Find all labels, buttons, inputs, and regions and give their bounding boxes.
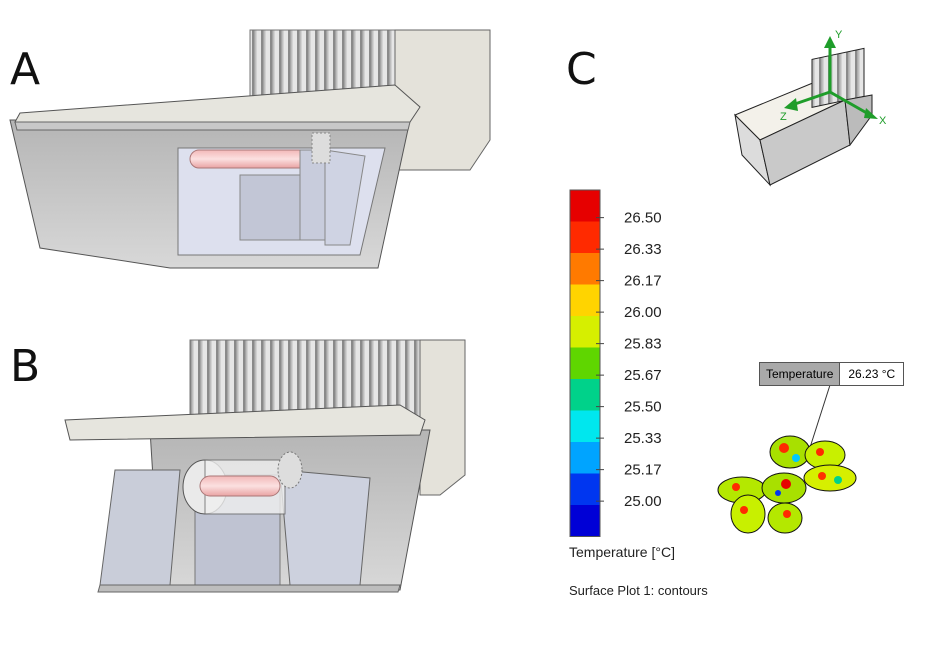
probe-value: 26.23 °C [840,363,904,385]
colorbar-tick-label: 25.17 [624,462,662,479]
colorbar-segment [570,347,600,380]
contour-blob [767,502,803,534]
contour-blob [769,435,811,469]
colorbar-segment [570,505,600,537]
colorbar-tick-label: 26.00 [624,304,662,321]
colorbar-tick-label: 25.67 [624,367,662,384]
contour-blob [730,494,766,534]
colorbar-segment [570,253,600,285]
colorbar-tick-label: 26.50 [624,210,662,227]
colorbar-segment [570,379,600,411]
colorbar-title: Temperature [°C] [569,544,675,560]
model-c-thumbnail [734,47,873,187]
triad-y-label: Y [835,29,843,41]
plot-caption: Surface Plot 1: contours [569,583,708,598]
triad-z-label: Z [780,111,787,123]
colorbar-frame [569,189,601,537]
temperature-colorbar: 26.50 26.33 26.17 26.00 25.83 25.67 25.50 25.33… [569,189,662,537]
colorbar-segment [570,190,600,222]
colorbar-segment [570,284,600,317]
model-b [64,339,466,593]
coordinate-triad: Y X Z [780,29,887,127]
colorbar-segment [570,473,600,506]
contour-blob [761,472,807,504]
contour-blob [804,440,846,470]
colorbar-tick-label: 25.00 [624,493,662,510]
colorbar-segment [570,316,600,348]
panel-label-c: C [566,44,597,95]
colorbar-tick-label: 25.33 [624,430,662,447]
colorbar-segment [570,410,600,443]
colorbar-tick-label: 26.33 [624,241,662,258]
temperature-contour-plot [717,384,857,534]
panel-label-b: B [10,341,41,392]
model-a [9,29,491,269]
probe-label: Temperature [760,363,841,385]
contour-blob [803,464,857,492]
colorbar-tick-label: 26.17 [624,273,662,290]
panel-label-a: A [10,44,41,95]
colorbar-tick-label: 25.83 [624,336,662,353]
triad-x-label: X [879,115,887,127]
colorbar-segment [570,442,600,474]
colorbar-tick-label: 25.50 [624,399,662,416]
temperature-probe: Temperature 26.23 °C [759,362,905,386]
colorbar-segment [570,221,600,254]
